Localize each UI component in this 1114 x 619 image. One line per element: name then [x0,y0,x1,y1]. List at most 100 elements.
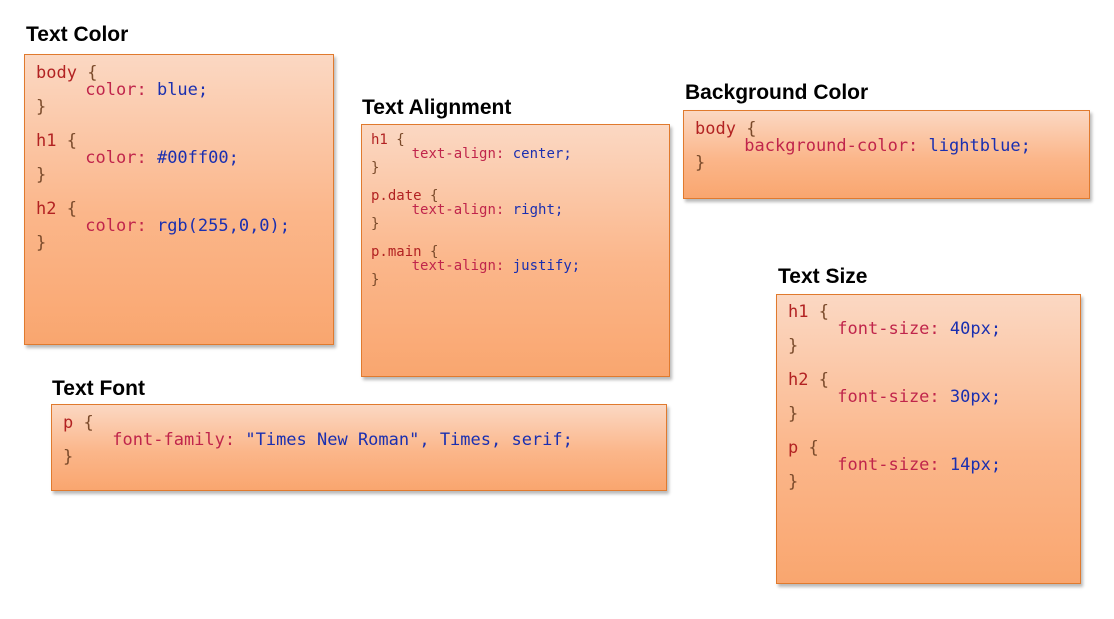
css-selector: p.date [371,188,422,204]
css-property: font-size: [837,387,940,407]
css-value: blue; [146,80,209,100]
css-property: color: [85,216,147,236]
code-line: color: rgb(255,0,0); [36,214,333,236]
text-alignment-code-box: h1 {text-align: center;} p.date {text-al… [361,124,670,377]
blank-line [36,112,333,129]
code-line: h2 { [36,197,333,219]
code-line: color: #00ff00; [36,146,333,168]
close-brace: } [36,97,47,117]
css-property: text-align: [411,202,505,218]
text-font-code-box: p {font-family: "Times New Roman", Times… [51,404,667,491]
code-line: background-color: lightblue; [695,134,1089,156]
css-property: color: [85,148,147,168]
text-color-code-box: body {color: blue;} h1 {color: #00ff00;}… [24,54,334,345]
css-value: 40px; [939,319,1002,339]
code-line: font-size: 40px; [788,317,1080,339]
css-selector: p [63,413,74,433]
background-color-title: Background Color [685,81,869,104]
code-line: } [788,334,1080,356]
code-line: } [63,445,666,467]
close-brace: } [36,233,47,253]
open-brace: { [56,131,77,151]
blank-line [788,351,1080,368]
open-brace: { [73,413,94,433]
code-line: p { [63,411,666,433]
code-line: h1 { [36,129,333,151]
css-value: rgb(255,0,0); [146,216,291,236]
close-brace: } [371,216,380,232]
css-value: 14px; [939,455,1002,475]
close-brace: } [788,472,799,492]
code-line: } [371,270,669,288]
css-selector: h1 [788,302,809,322]
css-value: center; [504,146,572,162]
code-line: h1 { [371,130,669,148]
css-property: font-size: [837,319,940,339]
close-brace: } [63,447,74,467]
css-selector: p [788,438,799,458]
code-line: } [371,158,669,176]
css-selector: h1 [36,131,57,151]
css-selector: h2 [788,370,809,390]
code-line: text-align: center; [371,144,669,162]
blank-line [788,419,1080,436]
css-selector: h2 [36,199,57,219]
css-property: text-align: [411,258,505,274]
code-line: font-size: 14px; [788,453,1080,475]
close-brace: } [788,404,799,424]
open-brace: { [735,119,757,139]
code-line: } [788,470,1080,492]
open-brace: { [798,438,819,458]
code-line: body { [36,61,333,83]
blank-line [371,172,669,186]
code-line: body { [695,117,1089,139]
close-brace: } [36,165,47,185]
close-brace: } [371,272,380,288]
text-size-title: Text Size [778,265,868,288]
text-size-code-box: h1 {font-size: 40px;} h2 {font-size: 30p… [776,294,1081,584]
code-line: h2 { [788,368,1080,390]
code-line: } [36,163,333,185]
code-line: font-family: "Times New Roman", Times, s… [63,428,666,450]
code-line: } [36,95,333,117]
blank-line [371,228,669,242]
code-line: text-align: right; [371,200,669,218]
css-property: color: [85,80,147,100]
code-line: } [371,214,669,232]
open-brace: { [76,63,98,83]
close-brace: } [788,336,799,356]
open-brace: { [421,244,439,260]
code-line: font-size: 30px; [788,385,1080,407]
open-brace: { [808,302,829,322]
text-alignment-title: Text Alignment [362,96,512,119]
css-property: text-align: [411,146,505,162]
code-line: p.date { [371,186,669,204]
code-line: } [36,231,333,253]
css-selector: p.main [371,244,422,260]
css-property: background-color: [744,136,919,156]
css-value: "Times New Roman", Times, serif; [235,430,573,450]
code-line: p { [788,436,1080,458]
close-brace: } [695,153,706,173]
css-selector: h1 [371,132,388,148]
close-brace: } [371,160,380,176]
css-value: #00ff00; [146,148,239,168]
text-color-title: Text Color [26,23,129,46]
css-property: font-size: [837,455,940,475]
css-value: right; [504,202,564,218]
code-line: color: blue; [36,78,333,100]
css-value: 30px; [939,387,1002,407]
open-brace: { [421,188,439,204]
code-line: p.main { [371,242,669,260]
blank-line [36,180,333,197]
css-property: font-family: [112,430,236,450]
css-selector: body [36,63,77,83]
code-line: text-align: justify; [371,256,669,274]
text-font-title: Text Font [52,377,145,400]
code-line: h1 { [788,300,1080,322]
open-brace: { [808,370,829,390]
background-color-code-box: body {background-color: lightblue;} [683,110,1090,199]
css-selector: body [695,119,736,139]
code-line: } [788,402,1080,424]
css-value: lightblue; [918,136,1031,156]
